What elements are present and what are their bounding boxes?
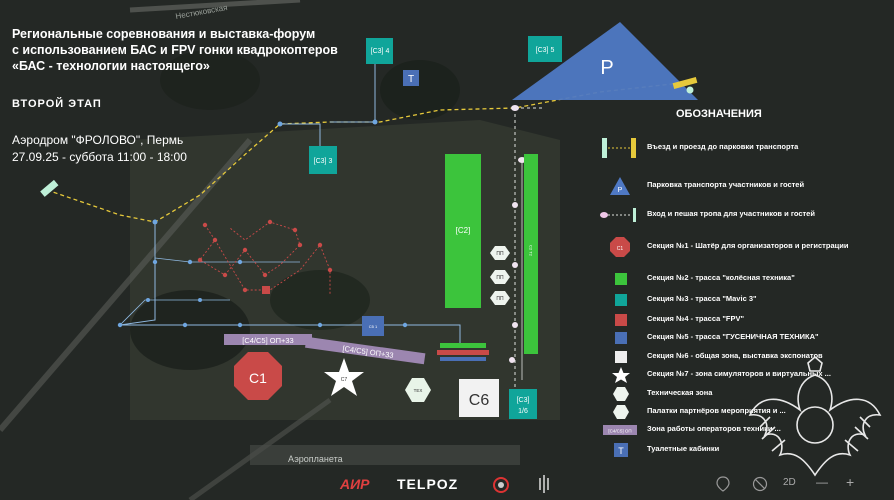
- svg-text:[С4/С5] ОП: [С4/С5] ОП: [608, 429, 631, 434]
- zoom-in-button[interactable]: +: [846, 474, 855, 490]
- zone-c2: [445, 154, 481, 308]
- event-title: Региональные соревнования и выставка-фор…: [12, 27, 338, 73]
- legend-item-tech: Техническая зона: [600, 384, 894, 404]
- legend-item-c5: Секция №5 - трасса "ГУСЕНИЧНАЯ ТЕХНИКА": [600, 328, 894, 348]
- pedestrian-entry-icon: [600, 208, 636, 222]
- legend-item-c2: Секция №2 - трасса "колёсная техника": [600, 269, 894, 289]
- legend-item-c6: Секция №6 - общая зона, выставка экспона…: [600, 347, 894, 367]
- location-icon[interactable]: [716, 476, 730, 492]
- teal-square-icon: [615, 294, 627, 306]
- operator-zone-a: [224, 334, 312, 345]
- zone-c2-strip: [524, 154, 538, 354]
- legend-item-c7: Секция №7 - зона симуляторов и виртуальн…: [600, 365, 894, 385]
- partner-emblem-icon: [539, 475, 549, 493]
- zoom-out-button[interactable]: —: [816, 475, 828, 489]
- legend-item-operator: [С4/С5] ОП Зона работы операторов техник…: [600, 420, 894, 440]
- venue-name: Аэродром "ФРОЛОВО", Пермь: [12, 133, 184, 147]
- parking-zone: [512, 22, 698, 100]
- zone-c6: [459, 379, 499, 417]
- svg-text:P: P: [618, 187, 623, 194]
- zone-c7-label: С7: [341, 377, 348, 383]
- operator-zone-icon: [С4/С5] ОП: [603, 425, 637, 435]
- partner-tents: [490, 246, 510, 305]
- svg-text:T: T: [408, 74, 414, 85]
- zone-c5-label: С5 1: [368, 323, 378, 329]
- legend-item-parking: P Парковка транспорта участников и госте…: [600, 176, 894, 196]
- zone-c3-3: [309, 146, 337, 174]
- red-square-icon: [615, 314, 627, 326]
- green-square-icon: [615, 273, 627, 285]
- legend-title: ОБОЗНАЧЕНИЯ: [676, 108, 762, 120]
- parking-label: P: [600, 57, 613, 79]
- star-icon: [612, 367, 630, 383]
- zone-c2-strip-label: С2 Т2: [528, 244, 534, 256]
- zone-c1-label: С1: [249, 370, 267, 386]
- zone-c7: [324, 358, 364, 396]
- zone-c3-4: [366, 38, 393, 64]
- svg-text:[С3] 4: [С3] 4: [371, 48, 390, 55]
- zone-c6-label: С6: [469, 392, 490, 409]
- brand-left-logo: АИР: [340, 476, 370, 492]
- zone-c2-label: [С2]: [456, 226, 471, 235]
- stage-label: ВТОРОЙ ЭТАП: [12, 98, 102, 110]
- toilet-zone: [403, 70, 419, 86]
- svg-text:ПП: ПП: [496, 275, 504, 281]
- rosgvardia-emblem: [748, 355, 882, 477]
- legend-item-toilet: T Туалетные кабинки: [600, 440, 894, 460]
- legend-item-tents: Палатки партнёров мероприятия и ...: [600, 402, 894, 422]
- svg-text:ПП: ПП: [496, 296, 504, 302]
- partner-logo-icon: [493, 477, 509, 493]
- brand-telpoz: TELPOZ: [397, 476, 459, 492]
- legend-item-c4: Секция №4 - трасса "FPV": [600, 310, 894, 330]
- octagon-icon: С1: [610, 237, 630, 257]
- white-square-icon: [615, 351, 627, 363]
- svg-text:[С3]: [С3]: [517, 397, 530, 404]
- blue-square-icon: [615, 332, 627, 344]
- svg-text:С1: С1: [617, 246, 624, 252]
- hexagon-icon: [613, 387, 629, 401]
- operator-zone-a-label: [С4/С5] ОП+33: [242, 336, 293, 345]
- legend-item-pedestrian: Вход и пешая тропа для участников и гост…: [600, 205, 894, 225]
- tent-icon: [613, 405, 629, 419]
- zone-tech-label: ТЕХ: [414, 388, 423, 393]
- zone-c3-16: [509, 389, 537, 419]
- legend-item-c3: Секция №3 - трасса "Mavic 3": [600, 290, 894, 310]
- event-date: 27.09.25 - суббота 11:00 - 18:00: [12, 150, 187, 164]
- compass-icon[interactable]: [752, 476, 768, 492]
- bottom-bar: АИР TELPOZ 2D — +: [0, 468, 894, 500]
- legend-item-c1: С1 Секция №1 - Шатёр для организаторов и…: [600, 237, 894, 257]
- operator-zone-b: [305, 336, 426, 365]
- legend-item-entry: Въезд и проезд до парковки транспорта: [600, 138, 894, 158]
- view-2d-button[interactable]: 2D: [783, 477, 796, 488]
- zone-tech: [405, 378, 431, 402]
- parking-icon: P: [610, 177, 630, 195]
- svg-text:[С3] 3: [С3] 3: [314, 158, 333, 165]
- legend: ОБОЗНАЧЕНИЯ Въезд и проезд до парковки т…: [600, 100, 894, 470]
- venue-info: Аэродром "ФРОЛОВО", Пермь 27.09.25 - суб…: [12, 132, 187, 166]
- toilet-icon: T: [614, 443, 628, 457]
- svg-text:T: T: [618, 446, 624, 456]
- road-label-bottom: Аэропланета: [288, 454, 343, 464]
- svg-text:1/6: 1/6: [518, 408, 528, 415]
- svg-text:ПП: ПП: [496, 251, 504, 257]
- zone-c3-5: [528, 36, 562, 62]
- svg-text:[С3] 5: [С3] 5: [536, 47, 555, 54]
- zone-c5: [362, 316, 384, 336]
- zone-c1: [234, 352, 282, 400]
- entry-icon: [602, 138, 636, 158]
